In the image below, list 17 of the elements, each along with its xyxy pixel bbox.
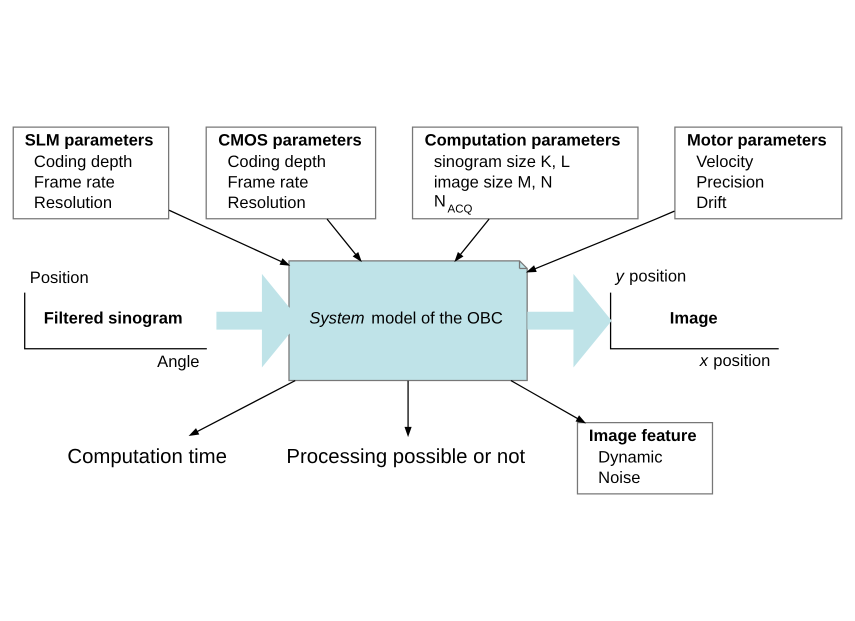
node-box: Motor parameters Velocity Precision Drift [674, 126, 842, 220]
node-box: SLM parameters Coding depth Frame rate Resolution [12, 126, 170, 220]
node-text: y position Image x position [616, 266, 770, 370]
node-box: CMOS parameters Coding depth Frame rate Resolution [206, 126, 376, 220]
arrow [404, 380, 412, 438]
node-text: Position Filtered sinogram Angle [30, 268, 200, 372]
node-box: Computation parameters sinogram size K, L image size M, N N$_{ACQ}$ [412, 126, 639, 220]
arrow [454, 218, 490, 262]
node-text: Computation time [67, 446, 227, 468]
node-box: Image feature Dynamic Noise [576, 422, 714, 495]
arrow [326, 218, 362, 262]
node-text: Processing possible or not [286, 446, 526, 468]
arrow [168, 210, 290, 266]
arrow [188, 380, 296, 436]
arrow [510, 380, 586, 424]
arrow [527, 274, 612, 368]
arrow [526, 210, 675, 272]
